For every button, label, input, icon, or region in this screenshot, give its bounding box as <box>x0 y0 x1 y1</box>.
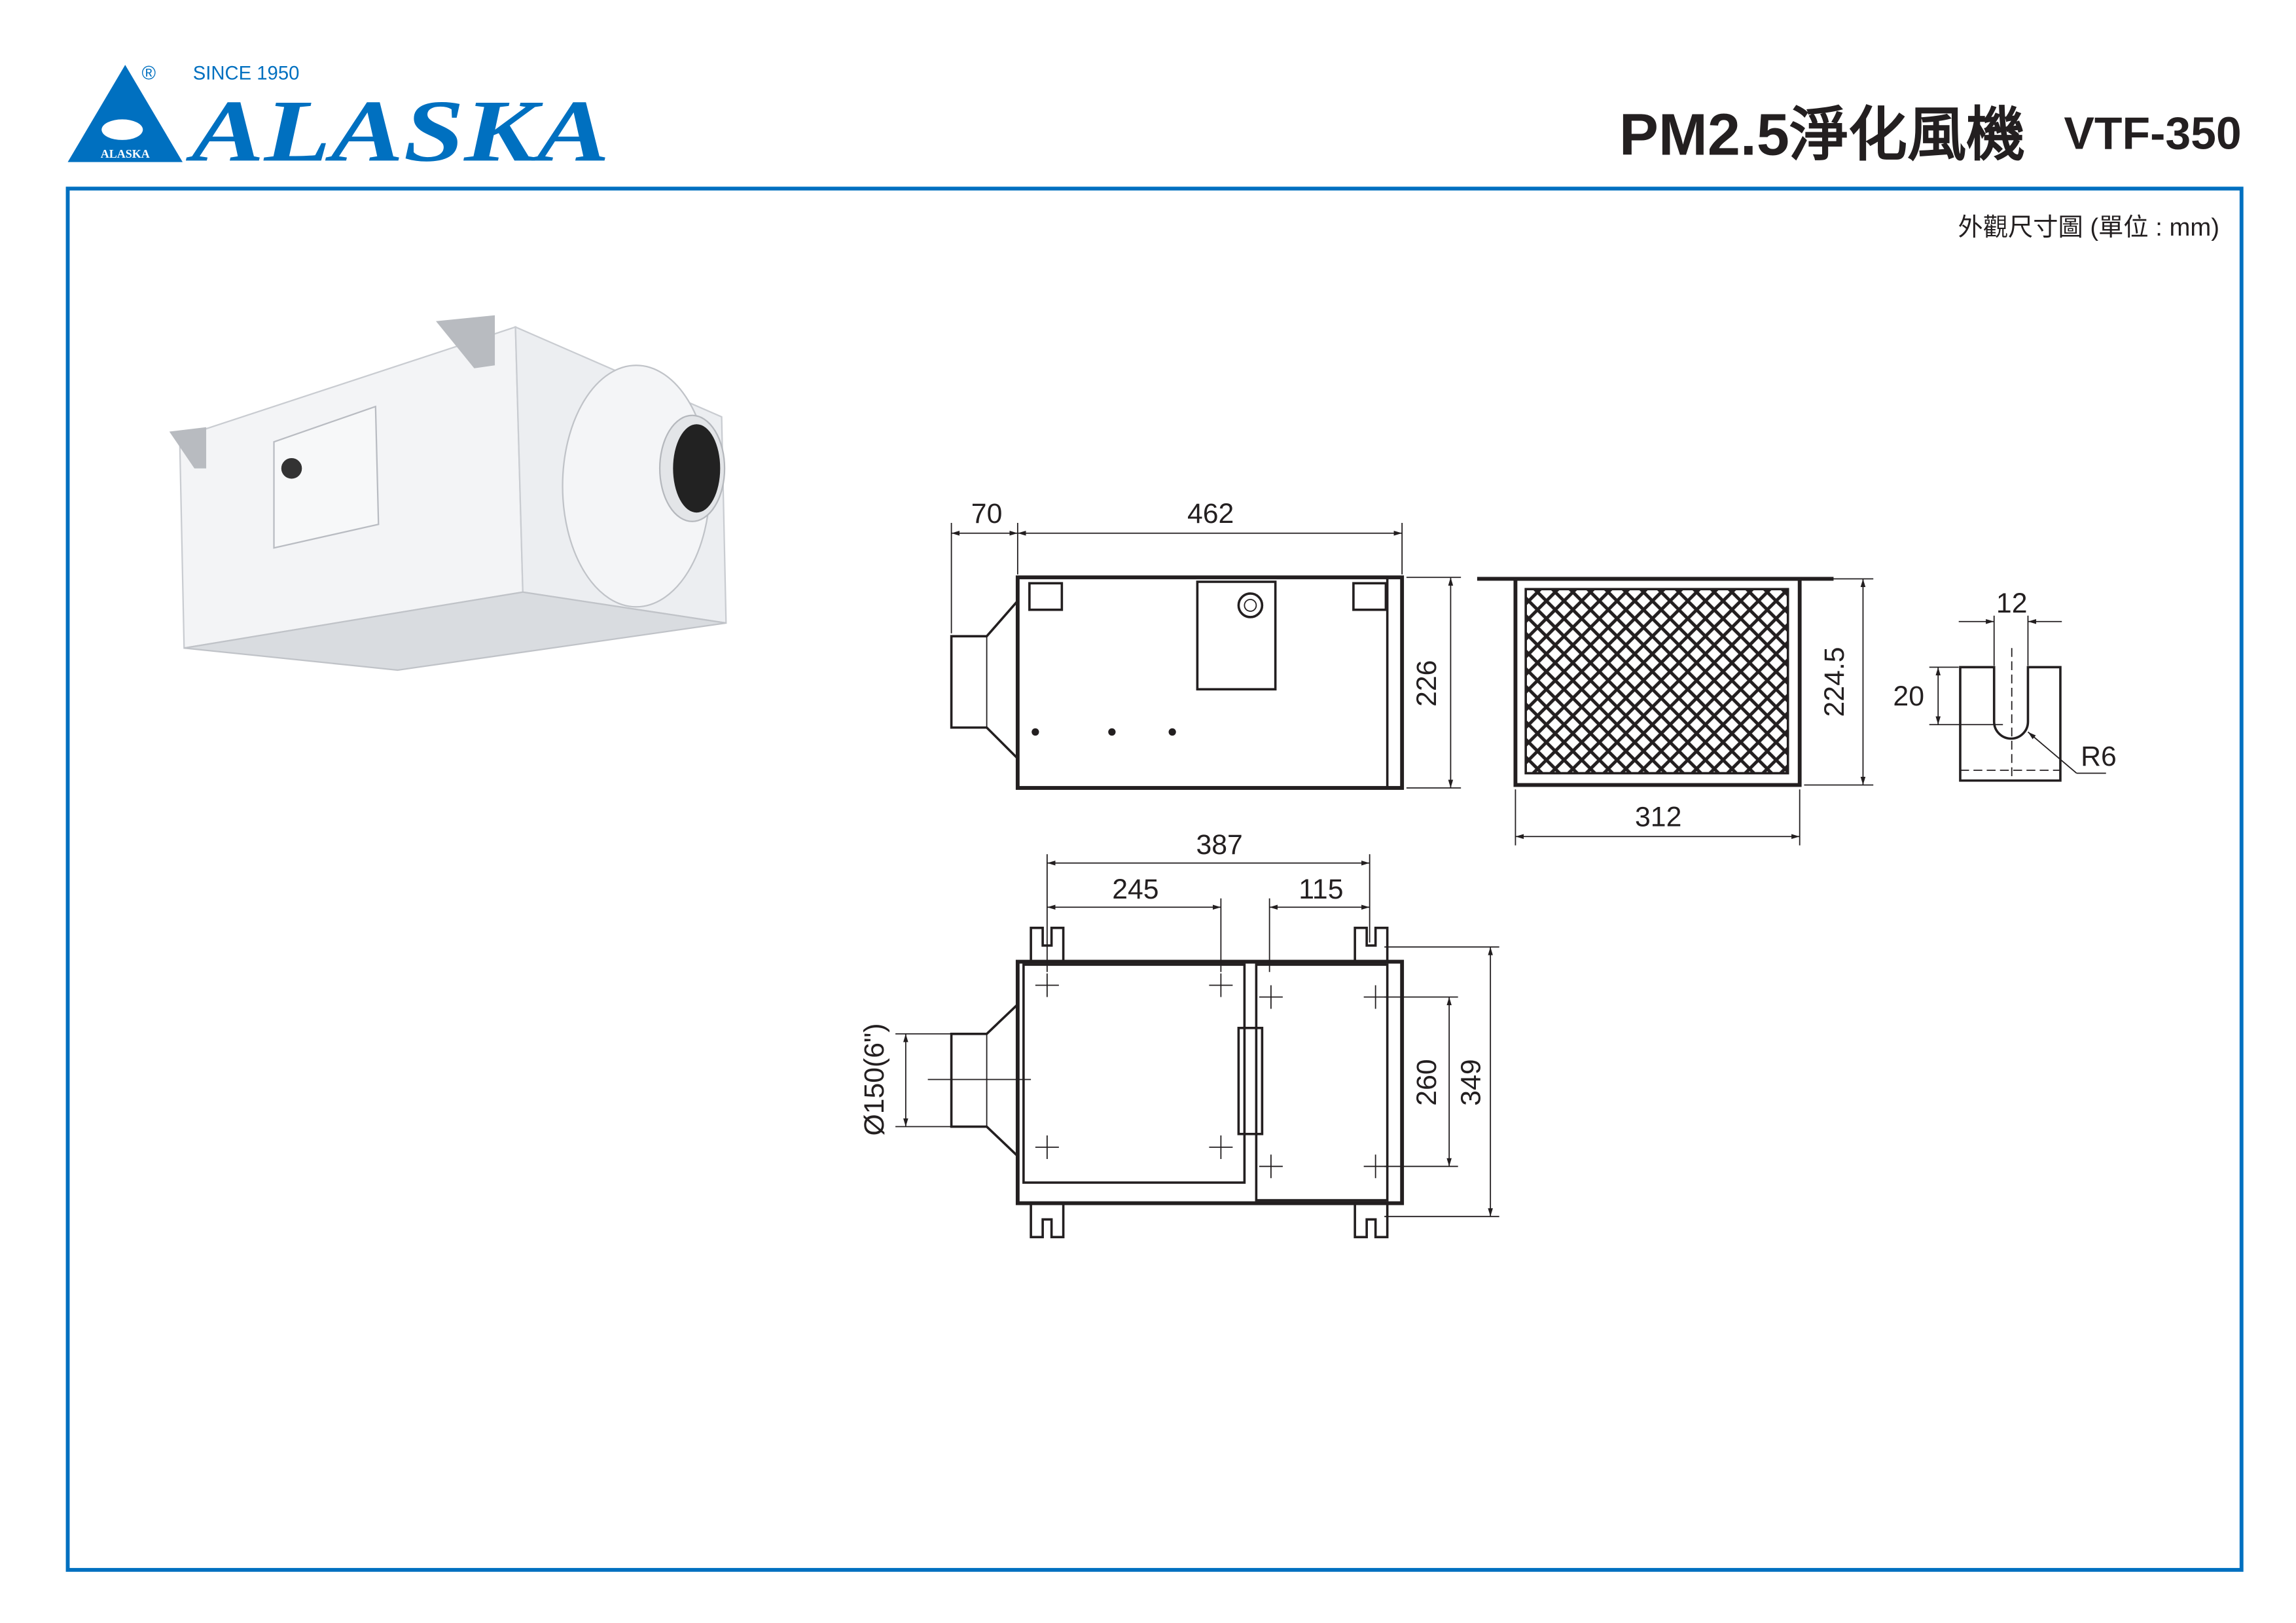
side-view-drawing: 224.5 312 <box>1477 577 1874 846</box>
dim-right-span: 115 <box>1299 874 1343 905</box>
dim-inner-width: 260 <box>1411 1059 1443 1105</box>
filter-mesh <box>1524 588 1789 775</box>
dim-side-width: 312 <box>1635 802 1681 833</box>
brand-wordmark: ALASKA <box>186 82 610 180</box>
registered-mark: ® <box>141 63 156 84</box>
dim-slot-depth: 20 <box>1893 681 1924 712</box>
dim-slot-radius: R6 <box>2081 741 2117 772</box>
since-text: SINCE 1950 <box>193 63 300 84</box>
logo-badge-text: ALASKA <box>101 147 150 160</box>
dim-body-height: 226 <box>1411 660 1443 707</box>
front-view-drawing: 70 462 226 <box>950 498 1462 790</box>
polar-bear-triangle-icon <box>67 65 183 162</box>
dim-duct-length: 70 <box>971 498 1003 529</box>
dim-overall-span: 387 <box>1196 829 1242 861</box>
model-number: VTF-350 <box>2064 107 2241 158</box>
alaska-logo: ALASKA ® SINCE 1950 ALASKA <box>67 63 610 180</box>
bottom-view-drawing: 387 245 115 260 349 Ø150(6") <box>859 829 1499 1239</box>
dim-body-length: 462 <box>1187 498 1234 529</box>
drawing-frame <box>65 187 2244 1572</box>
dim-left-span: 245 <box>1112 874 1158 905</box>
product-render <box>169 315 727 671</box>
dim-outer-width: 349 <box>1455 1059 1486 1105</box>
dim-side-height: 224.5 <box>1819 647 1850 717</box>
slot-detail-drawing: 12 20 R6 <box>1893 588 2117 782</box>
drawing-caption: 外觀尺寸圖 (單位 : mm) <box>1958 213 2219 241</box>
dim-duct-diameter: Ø150(6") <box>859 1024 890 1136</box>
dim-slot-width: 12 <box>1996 588 2028 619</box>
product-title: PM2.5淨化風機 <box>1619 102 2025 168</box>
